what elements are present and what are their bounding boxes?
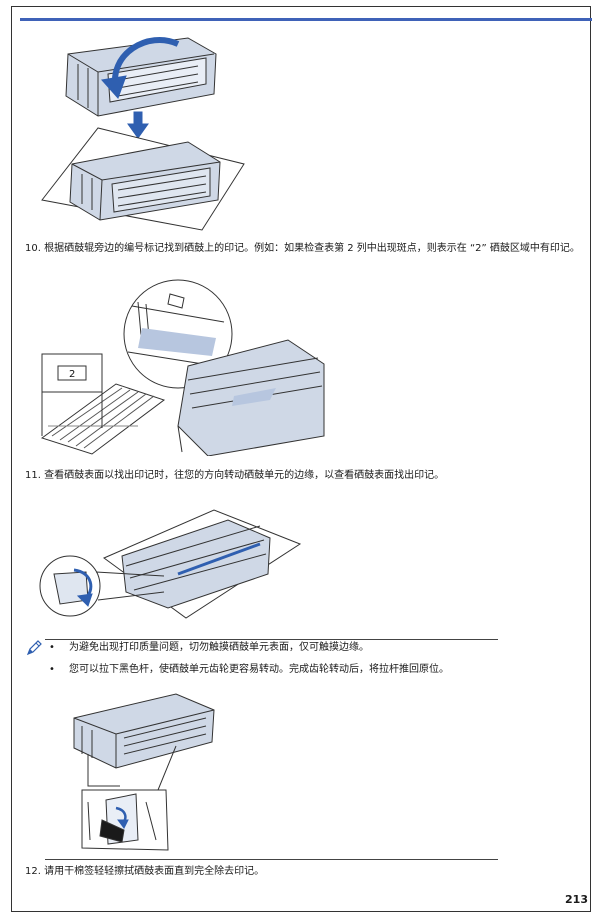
note-bottom-rule [45,859,498,860]
note-top-rule [45,639,498,640]
lever-illustration [73,693,215,851]
step-10-text: 10. 根据硒鼓辊旁边的编号标记找到硒鼓上的印记。例如：如果检查表第 2 列中出… [25,243,580,254]
note-item: • 为避免出现打印质量问题，切勿触摸硒鼓单元表面，仅可触摸边缘。 [42,640,502,656]
step-11-text: 11. 查看硒鼓表面以找出印记时，往您的方向转动硒鼓单元的边缘，以查看硒鼓表面找… [25,470,445,481]
bullet-icon: • [49,664,55,675]
page-number: 213 [565,893,588,906]
note-item-text: 您可以拉下黑色杆，使硒鼓单元齿轮更容易转动。完成齿轮转动后，将拉杆推回原位。 [69,664,449,675]
drum-mark-location-illustration: 2 [40,279,325,456]
pencil-icon [26,640,42,660]
bullet-icon: • [49,642,55,653]
note-item: • 您可以拉下黑色杆，使硒鼓单元齿轮更容易转动。完成齿轮转动后，将拉杆推回原位。 [42,662,502,678]
page-frame [11,6,591,912]
column-number-label: 2 [69,369,75,380]
note-item-text: 为避免出现打印质量问题，切勿触摸硒鼓单元表面，仅可触摸边缘。 [69,642,369,653]
drum-rotation-illustration [39,509,302,619]
drum-placement-illustration [41,36,245,231]
header-rule [20,18,592,21]
note-block: • 为避免出现打印质量问题，切勿触摸硒鼓单元表面，仅可触摸边缘。 • 您可以拉下… [26,640,502,684]
step-12-text: 12. 请用干棉签轻轻擦拭硒鼓表面直到完全除去印记。 [25,866,265,877]
